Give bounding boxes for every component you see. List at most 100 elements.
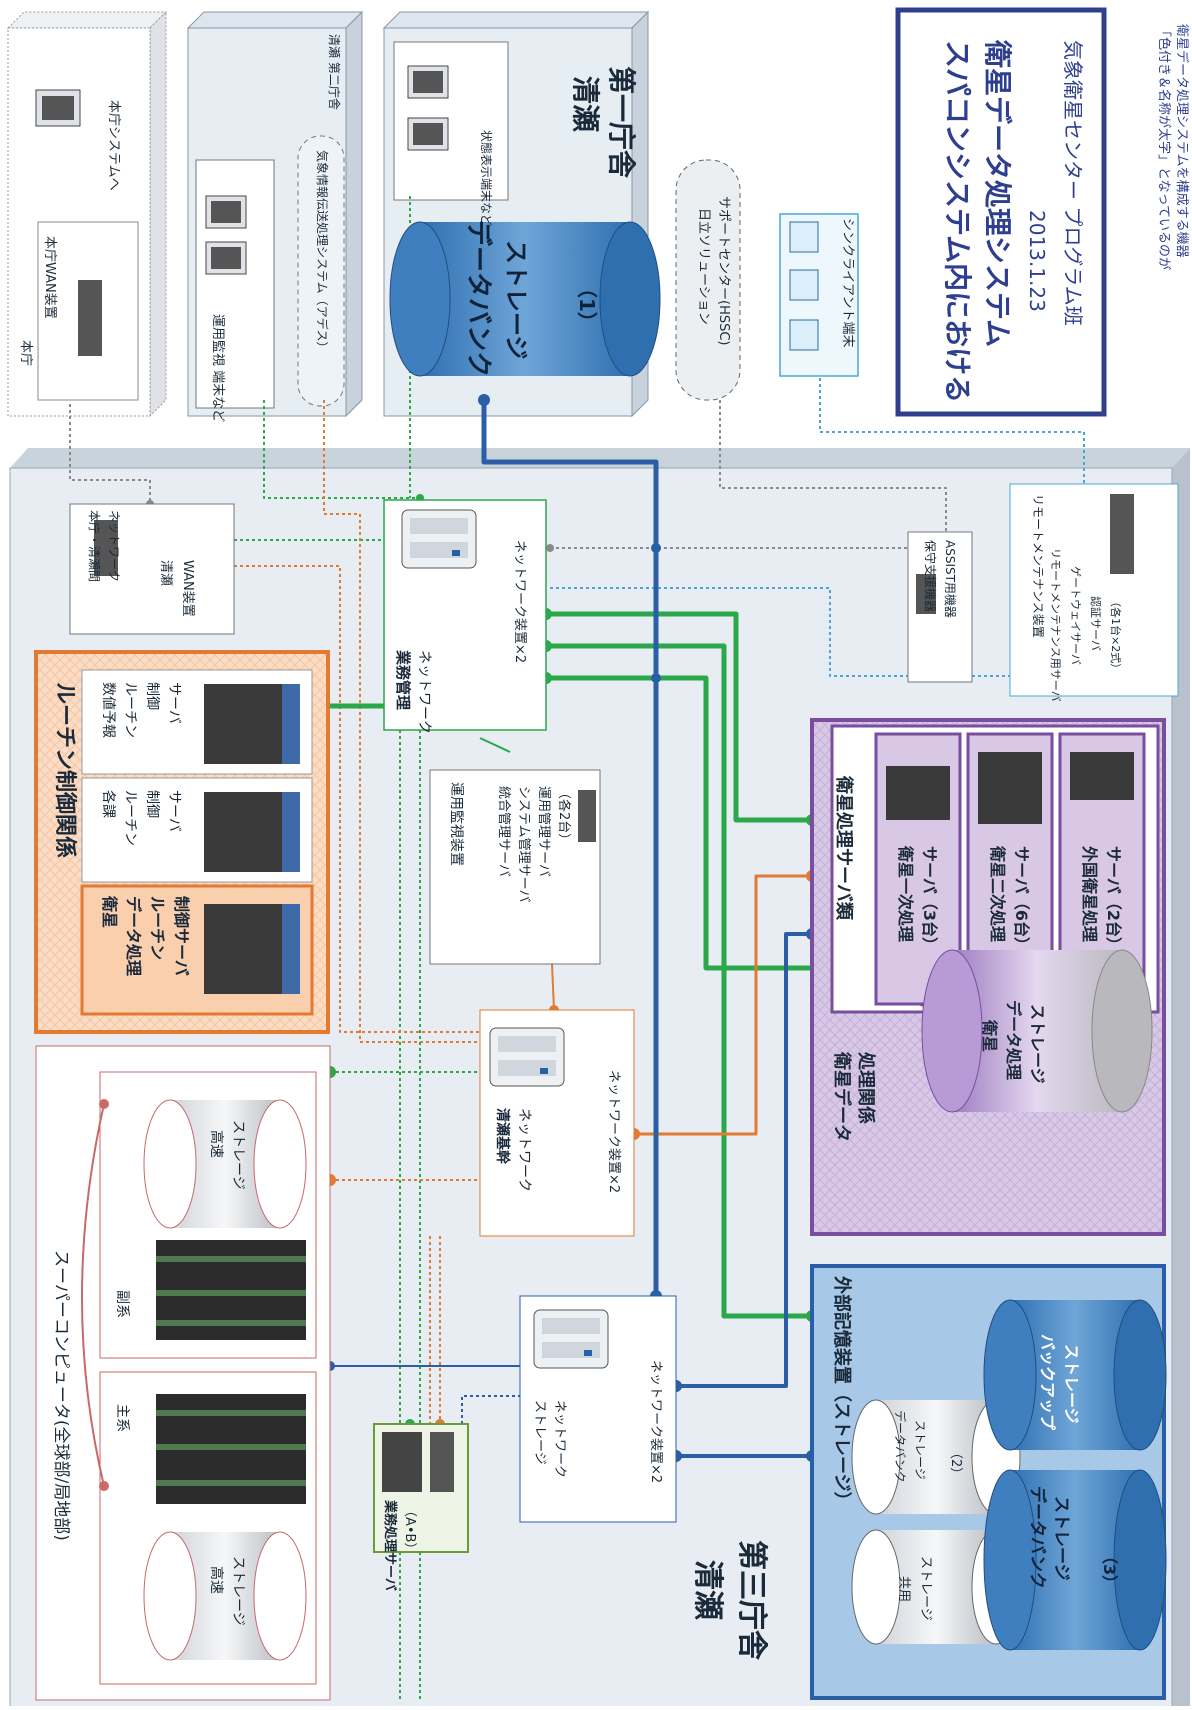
unyo-kanshi-l1: 統合管理サーバ: [496, 786, 511, 877]
supercomputer-title: スーパーコンピュータ(全球部/局地部): [51, 1250, 71, 1541]
fo-a: 外国衛星処理: [1080, 845, 1099, 942]
suchi-l3: 制御: [144, 682, 160, 710]
kakka-l2: ルーチン: [122, 790, 138, 846]
hs-sub-a: 高速: [208, 1130, 225, 1158]
databank1-label-b: ストレージ: [502, 240, 530, 360]
db3-c: （3）: [1100, 1548, 1119, 1591]
sat-st-a: 衛星: [980, 1019, 999, 1052]
remote-l2: リモートメンテナンス用サーバ: [1049, 548, 1062, 702]
honcho-wan-device-icon: [78, 280, 102, 356]
title-line2: 衛星データ処理システム: [981, 39, 1014, 347]
sub-label: 副系: [114, 1290, 130, 1318]
db2-a: データバンク: [893, 1410, 908, 1483]
wan-kiyose-l3: 清瀬: [158, 560, 173, 586]
hs-storage-sub: [144, 1100, 306, 1228]
campus-top-face: [10, 448, 1190, 468]
eisei-l2: データ処理: [124, 896, 143, 976]
suchi-l2: ルーチン: [122, 682, 138, 738]
fo-b: サーバ（2台）: [1104, 846, 1123, 953]
backup-b: ストレージ: [1062, 1344, 1081, 1424]
sat-st-b: データ処理: [1004, 1000, 1023, 1080]
unyo-kanshi-l2: システム管理サーバ: [516, 786, 531, 902]
wan-kiyose-l1: 本庁・清瀬間: [87, 510, 101, 582]
unyo-term-label: 運用監視 端末など: [210, 314, 226, 422]
kakka-l4: サーバ: [166, 790, 182, 832]
kiyose1-label-a: 清瀬: [569, 76, 602, 132]
eisei-l3: ルーチン: [148, 896, 167, 960]
gyomu-server-l1: 業務処理サーバ: [382, 1499, 398, 1591]
title-org: 気象衛星センター プログラム班: [1061, 40, 1085, 326]
hs-sub-b: ストレージ: [230, 1120, 246, 1190]
hs-main-b: ストレージ: [230, 1556, 246, 1626]
db3-a: データバンク: [1027, 1486, 1048, 1589]
honcho-system-label: 本庁システムへ: [106, 100, 121, 191]
sat-area-a: 衛星データ: [831, 1051, 853, 1142]
db2-c: （2）: [948, 1446, 963, 1480]
kiyose1-label-b: 第一庁舎: [605, 66, 638, 178]
status-terminal-label: 状態表示端末など: [479, 130, 494, 226]
title-date: 2013.1.23: [1025, 210, 1049, 312]
remote-l3: ゲートウェイサーバ: [1069, 566, 1082, 665]
storage-net-l2: ネットワーク: [552, 1400, 567, 1478]
kikan-device: ネットワーク装置×2: [606, 1070, 621, 1193]
kakka-l3: 制御: [144, 790, 160, 818]
remote-l5: （各1台×2式）: [1109, 596, 1123, 674]
hs-storage-main: [144, 1532, 306, 1660]
adess-label: 気象情報伝送処理システム（アデス）: [315, 150, 330, 354]
kiyose3-label-b: 第三庁舎: [734, 1540, 769, 1660]
title-line1: スパコンシステム内における: [941, 40, 974, 403]
eisei-l1: 衛星: [100, 895, 119, 928]
storage-net-device: ネットワーク装置×2: [648, 1360, 663, 1483]
honcho-label: 本庁: [18, 340, 33, 366]
db3-b: ストレージ: [1051, 1496, 1071, 1581]
unyo-kanshi-l3: 運用管理サーバ: [536, 786, 551, 877]
kakka-l1: 各課: [100, 790, 116, 818]
sat-st-c: ストレージ: [1028, 1004, 1047, 1084]
backup-a: バックアップ: [1038, 1334, 1057, 1431]
honcho-wan-label: 本庁WAN装置: [42, 236, 57, 319]
p2-b: サーバ（6台）: [1012, 846, 1031, 953]
sat-area-b: 処理関係: [855, 1052, 877, 1124]
kiyose3-label-a: 清瀬: [690, 1560, 725, 1620]
hoshu-l1: 保守支援機器: [923, 540, 938, 612]
p1-a: 衛星一次処理: [896, 845, 915, 942]
storage-net-l1: ストレージ: [532, 1400, 547, 1465]
gyomu-server-l2: （A•B）: [402, 1504, 417, 1555]
note-line2: 衛星データ処理システムを構成する機器: [1174, 24, 1190, 258]
hssc-line1: 日立ソリューション: [696, 208, 711, 325]
wan-kiyose-l2: ネットワーク: [107, 510, 121, 582]
gyomu-kanri-l2: ネットワーク: [416, 650, 432, 734]
shared-a: 共用: [896, 1576, 911, 1602]
db2-b: ストレージ: [913, 1420, 927, 1480]
wan-kiyose-l4: WAN装置: [180, 560, 195, 617]
kiyose2-label: 清瀬 第二庁舎: [327, 34, 341, 110]
databank1-label-c: （1）: [575, 278, 599, 332]
p1-b: サーバ（3台）: [920, 846, 939, 953]
databank1-label-a: データバンク: [463, 220, 494, 377]
note-line1: 「色付き＆名称が太字」となっているのが: [1156, 24, 1172, 270]
unyo-kanshi-title: 運用監視装置: [448, 782, 465, 866]
external-group-label: 外部記憶装置（ストレージ）: [831, 1276, 853, 1510]
p2-a: 衛星二次処理: [988, 845, 1007, 942]
unyo-kanshi-l4: （各2台）: [556, 786, 572, 846]
eisei-l4: 制御サーバ: [172, 896, 191, 976]
main-label: 主系: [114, 1404, 130, 1432]
satellite-group-label: 衛星処理サーバ類: [833, 775, 855, 921]
hssc-line2: サポートセンター(HSSC): [716, 196, 731, 346]
suchi-l4: サーバ: [166, 682, 182, 724]
hs-main-a: 高速: [208, 1566, 225, 1594]
routine-group-label: ルーチン制御関係: [52, 682, 78, 858]
suchi-l1: 数値予報: [100, 682, 116, 738]
kikan-l1: 清瀬基幹: [494, 1108, 511, 1165]
gyomu-kanri-device: ネットワーク装置×2: [512, 540, 527, 663]
remote-l4: 認証サーバ: [1089, 596, 1103, 651]
gyomu-kanri-l1: 業務管理: [394, 649, 412, 710]
kikan-l2: ネットワーク: [516, 1108, 532, 1192]
remote-l1: リモートメンテナンス装置: [1031, 494, 1045, 638]
shared-b: ストレージ: [918, 1556, 933, 1621]
databank3-storage: [984, 1470, 1166, 1650]
hoshu-l2: ASSIST用機器: [943, 540, 958, 618]
thin-client-label: シンクライアント端末: [840, 218, 855, 347]
